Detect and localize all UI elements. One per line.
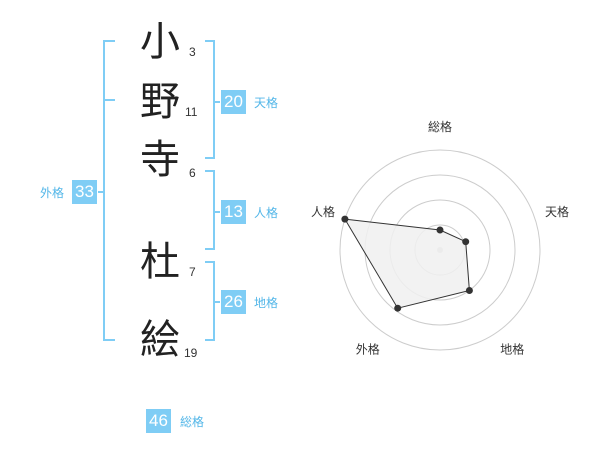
radar-axis-label-2: 天格 [545,204,569,219]
radar-axis-label-4: 外格 [356,342,380,357]
tenkaku-bracket [205,40,215,159]
tenkaku-score: 20 [221,90,246,114]
chikaku-label: 地格 [254,296,279,310]
stroke-count-5: 19 [184,346,198,360]
stroke-count-3: 6 [189,166,196,180]
jinkaku-bracket [205,170,215,250]
gaikaku-label: 外格 [40,186,65,200]
radar-point-4 [394,304,402,312]
chikaku-score: 26 [221,290,246,314]
radar-ring-4 [339,149,541,351]
radar-point-3 [465,287,473,294]
radar-point-5 [341,215,349,223]
radar-axis-label-5: 人格 [311,204,335,219]
name-char-1: 小 [140,19,180,65]
stroke-count-2: 11 [185,105,198,119]
jinkaku-score: 13 [221,200,246,224]
radar-points [341,215,473,312]
stroke-count-4: 7 [189,265,196,279]
jinkaku-label: 人格 [254,206,279,220]
radar-axis-label-3: 地格 [500,342,524,357]
radar-series-polygon [343,218,470,309]
soukaku-score: 46 [146,409,171,433]
gaikaku-score: 33 [72,180,97,204]
gaikaku-bracket [103,40,115,341]
stroke-count-1: 3 [189,45,196,59]
radar-point-1 [436,226,444,234]
radar-shape [343,218,470,309]
radar-point-2 [462,238,470,246]
name-char-2: 野 [140,79,180,125]
name-char-4: 杜 [140,239,180,285]
name-char-3: 寺 [140,137,180,183]
name-char-5: 絵 [140,317,180,363]
tenkaku-label: 天格 [254,96,279,110]
radar-axis-label-1: 総格 [428,119,452,134]
soukaku-label: 総格 [180,415,205,429]
